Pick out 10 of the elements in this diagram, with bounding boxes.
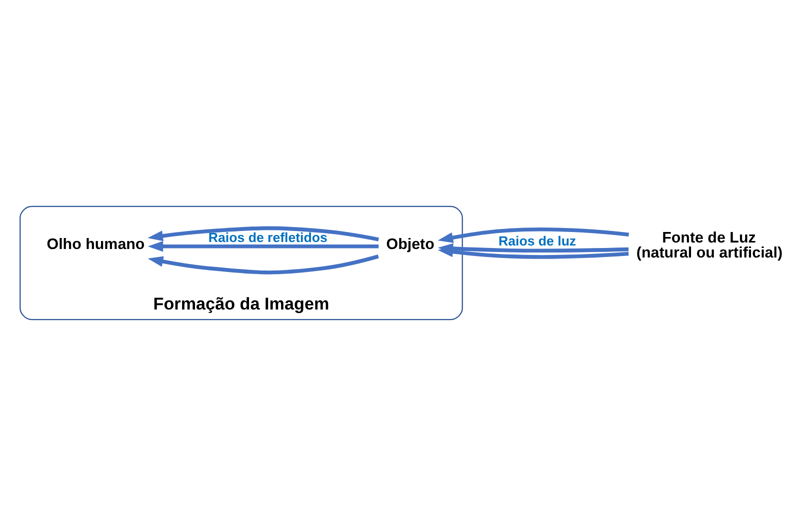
node-text: Olho humano xyxy=(46,236,145,253)
arrow xyxy=(148,254,379,274)
arrow xyxy=(438,246,629,258)
node-text: Objeto xyxy=(386,236,434,253)
edge-label: Raios de luz xyxy=(498,233,576,248)
arrow xyxy=(438,227,629,242)
edge-label: Raios de refletidos xyxy=(208,229,328,244)
node-text: Fonte de Luz (natural ou artificial) xyxy=(636,228,783,262)
arrow xyxy=(148,240,379,252)
arrow xyxy=(148,226,379,241)
